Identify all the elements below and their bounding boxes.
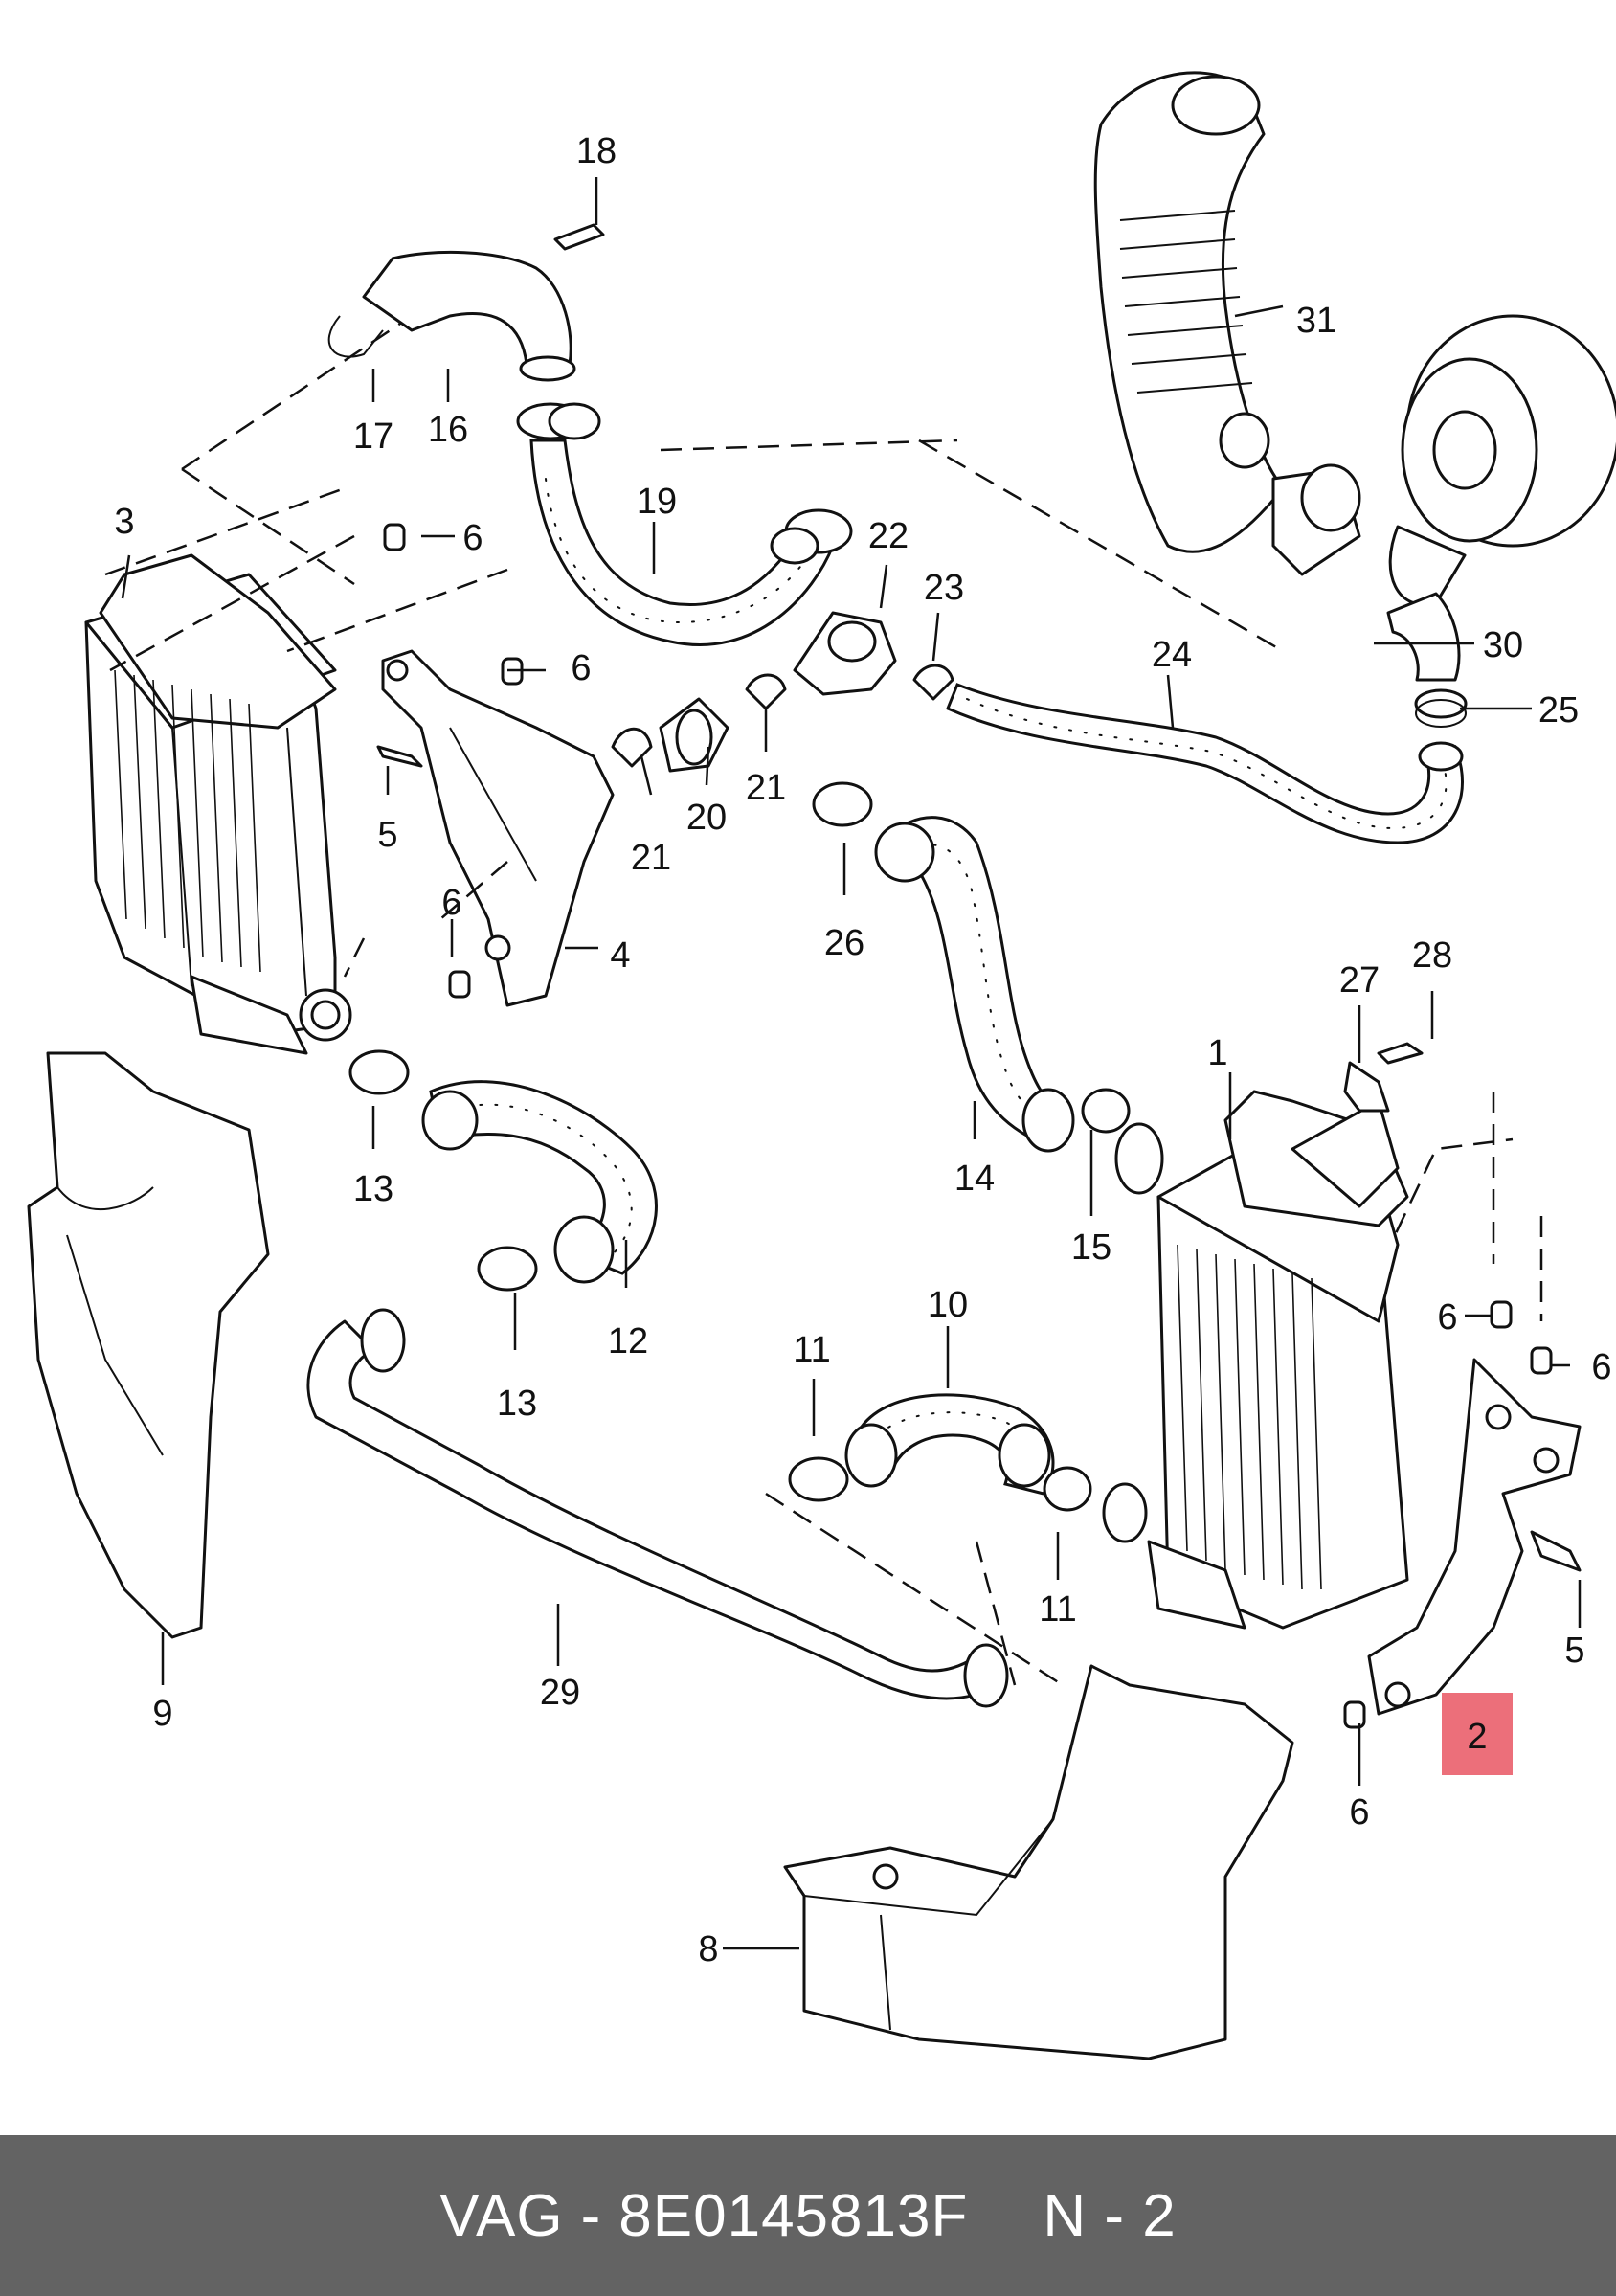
air-guide-9 — [27, 1051, 270, 1639]
callout-6c: 6 — [441, 883, 461, 923]
callout-8: 8 — [698, 1929, 718, 1970]
part-number: 8E0145813F — [618, 2182, 969, 2249]
callout-6e: 6 — [1591, 1347, 1611, 1387]
callout-21b: 21 — [746, 768, 786, 808]
callout-3: 3 — [114, 502, 134, 542]
left-intercooler — [84, 553, 352, 1055]
callouts: 1 2 3 4 5 5 6 6 6 6 6 6 8 9 10 11 11 12 … — [114, 131, 1611, 1970]
intake-hose-31 — [1093, 71, 1361, 576]
callout-5a: 5 — [377, 815, 397, 855]
hose-24 — [946, 683, 1464, 844]
callout-17: 17 — [353, 416, 393, 457]
callout-2: 2 — [1467, 1717, 1487, 1757]
callout-18: 18 — [576, 131, 617, 171]
callout-23: 23 — [924, 568, 964, 608]
callout-14: 14 — [954, 1159, 995, 1199]
callout-11b: 11 — [1039, 1589, 1076, 1630]
callout-20: 20 — [686, 798, 727, 838]
right-intercooler — [1102, 1090, 1409, 1630]
callout-6a: 6 — [462, 518, 483, 558]
mounts-and-bolts — [376, 223, 1582, 1729]
elbow-30 — [1386, 592, 1461, 682]
callout-28: 28 — [1412, 935, 1452, 976]
callout-29: 29 — [540, 1673, 580, 1713]
left-bracket — [381, 649, 615, 1007]
elbow-16 — [327, 250, 576, 382]
callout-10: 10 — [928, 1285, 968, 1325]
parts-diagram: 1 2 3 4 5 5 6 6 6 6 6 6 8 9 10 11 11 12 … — [27, 71, 1616, 2060]
callout-22: 22 — [868, 516, 909, 556]
connector-parts — [611, 611, 954, 773]
separator: - — [580, 2182, 602, 2249]
callout-16: 16 — [428, 410, 468, 450]
callout-4: 4 — [610, 935, 630, 976]
hose-14-26 — [874, 816, 1075, 1153]
pipe-29 — [306, 1308, 1009, 1708]
callout-26: 26 — [824, 923, 864, 963]
highlight-box — [1442, 1693, 1513, 1775]
callout-30: 30 — [1483, 625, 1523, 665]
callout-6b: 6 — [571, 648, 591, 688]
right-bracket — [1367, 1358, 1582, 1716]
callout-5b: 5 — [1564, 1631, 1584, 1671]
callout-13a: 13 — [353, 1169, 393, 1209]
hose-clamps — [348, 402, 1131, 1512]
hose-10 — [844, 1393, 1055, 1496]
brand-label: VAG — [439, 2182, 564, 2249]
turbocharger — [1388, 314, 1616, 606]
callout-9: 9 — [152, 1694, 172, 1734]
callout-31: 31 — [1296, 301, 1336, 341]
callout-11a: 11 — [793, 1330, 830, 1370]
callout-6d: 6 — [1437, 1297, 1457, 1338]
leader-lines — [121, 177, 1582, 1950]
callout-12: 12 — [608, 1321, 648, 1362]
air-guide-8 — [783, 1664, 1294, 2060]
callout-13b: 13 — [497, 1384, 537, 1424]
callout-15: 15 — [1071, 1227, 1111, 1268]
callout-1: 1 — [1207, 1033, 1227, 1073]
position-label: N - 2 — [1043, 2182, 1177, 2249]
callout-21a: 21 — [631, 838, 671, 878]
callout-19: 19 — [637, 482, 677, 522]
hose-19 — [516, 402, 853, 646]
part-number-footer: VAG - 8E0145813F N - 2 — [0, 2135, 1616, 2296]
callout-24: 24 — [1152, 635, 1192, 675]
callout-27: 27 — [1339, 960, 1380, 1001]
hose-12 — [421, 1080, 658, 1284]
callout-25: 25 — [1538, 690, 1579, 731]
clamp-25 — [1414, 688, 1468, 728]
callout-6f: 6 — [1349, 1792, 1369, 1833]
